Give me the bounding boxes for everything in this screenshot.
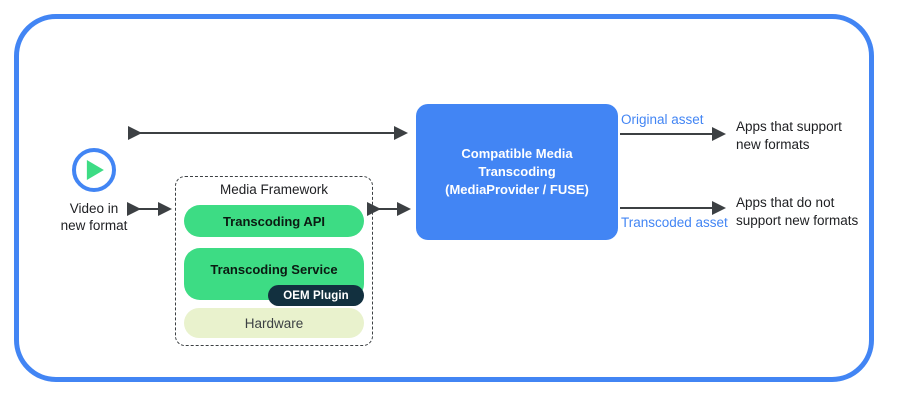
- video-source-node: Video in new format: [52, 148, 136, 234]
- apps-no-support-new-formats-label: Apps that do not support new formats: [736, 195, 859, 228]
- media-framework-label: Media Framework: [219, 182, 329, 197]
- transcoding-api-box: Transcoding API: [184, 205, 364, 237]
- outer-frame-border: [14, 14, 874, 382]
- oem-plugin-badge: OEM Plugin: [268, 285, 364, 306]
- hardware-box: Hardware: [184, 308, 364, 338]
- compatible-media-transcoding-box: Compatible Media Transcoding (MediaProvi…: [416, 104, 618, 240]
- play-circle-icon: [72, 148, 116, 192]
- original-asset-label: Original asset: [621, 112, 704, 127]
- play-triangle-icon: [86, 160, 104, 180]
- video-source-caption: Video in new format: [60, 201, 128, 233]
- transcoded-asset-label: Transcoded asset: [621, 215, 728, 230]
- apps-support-new-formats-label: Apps that support new formats: [736, 119, 842, 152]
- media-framework-container: [175, 176, 373, 346]
